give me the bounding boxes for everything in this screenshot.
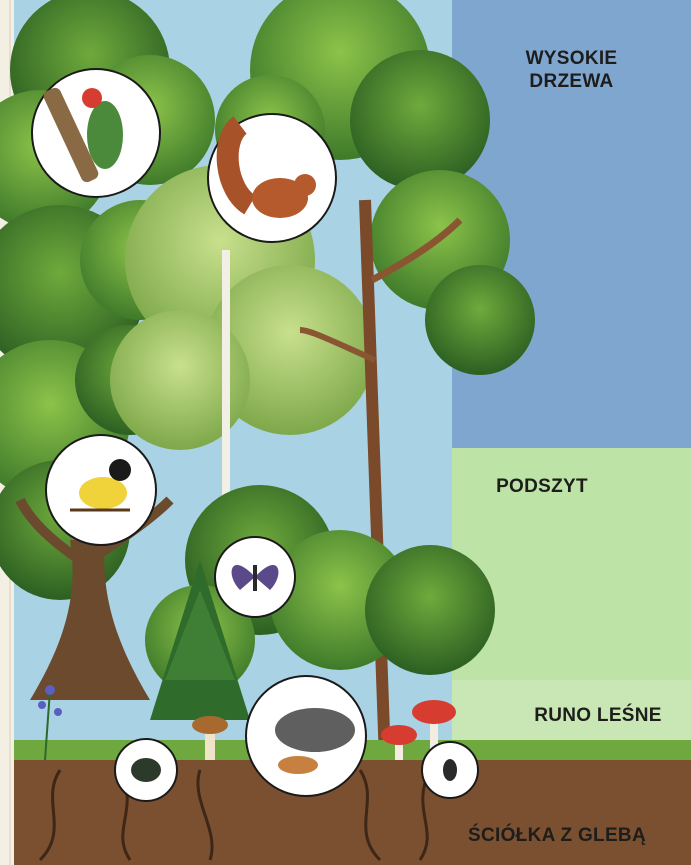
butterfly-icon — [215, 537, 295, 617]
label-understory: PODSZYT — [452, 475, 632, 498]
beetle-icon — [115, 739, 177, 801]
label-litter-text: ŚCIÓŁKA Z GLEBĄ — [427, 824, 687, 847]
label-litter: ŚCIÓŁKA Z GLEBĄ — [427, 824, 687, 847]
tit-bird-icon — [46, 435, 156, 545]
label-undergrowth: RUNO LEŚNE — [508, 704, 688, 727]
woodpecker-icon — [32, 69, 160, 197]
label-tall-trees: WYSOKIE DRZEWA — [452, 47, 691, 93]
label-undergrowth-text: RUNO LEŚNE — [508, 704, 688, 727]
ground-beetle-icon — [422, 742, 478, 798]
squirrel-icon — [208, 114, 336, 242]
label-understory-text: PODSZYT — [452, 475, 632, 498]
mole-icon — [246, 676, 366, 796]
label-tall-trees-line1: WYSOKIE — [452, 47, 691, 70]
label-tall-trees-line2: DRZEWA — [452, 70, 691, 93]
